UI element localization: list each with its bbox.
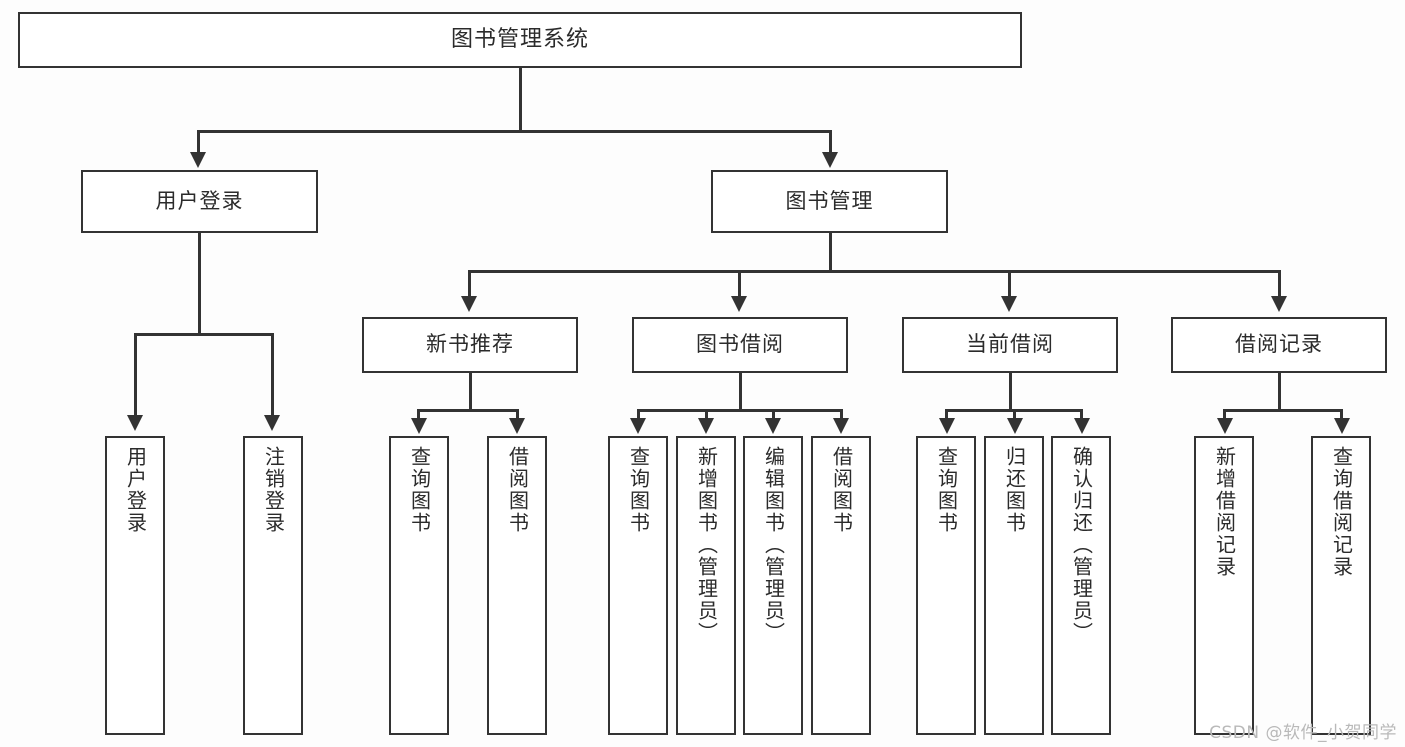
node-label: 借阅记录	[1235, 332, 1323, 357]
connector-borrow-leaf-4	[840, 409, 843, 420]
connector-root-to-book-mgmt	[829, 130, 832, 154]
node-book-management[interactable]: 图书管理	[711, 170, 948, 233]
connector-new-book-leaf-1	[417, 409, 420, 420]
connector-records-leaf-1	[1223, 409, 1226, 420]
connector-user-login-leaf-2	[271, 333, 274, 418]
leaf-label: 确认归还（管理员）	[1069, 446, 1094, 644]
leaf-label: 注销登录	[261, 446, 286, 534]
connector-book-mgmt-bar	[468, 270, 1280, 273]
arrow-records-leaf-2	[1334, 418, 1350, 434]
connector-new-book-stem	[469, 373, 472, 409]
connector-records-bar	[1223, 409, 1342, 412]
leaf-label: 归还图书	[1002, 446, 1027, 534]
node-current-borrow[interactable]: 当前借阅	[902, 317, 1118, 373]
connector-user-login-leaf-1	[134, 333, 137, 418]
node-label: 图书借阅	[696, 332, 784, 357]
arrow-user-login-leaf-2	[264, 415, 280, 431]
connector-current-leaf-3	[1080, 409, 1083, 420]
leaf-records-query-record[interactable]: 查询借阅记录	[1311, 436, 1371, 735]
leaf-label: 借阅图书	[505, 446, 530, 534]
leaf-user-login-login[interactable]: 用户登录	[105, 436, 165, 735]
connector-new-book-leaf-2	[516, 409, 519, 420]
arrow-user-login-leaf-1	[127, 415, 143, 431]
leaf-label: 查询图书	[626, 446, 651, 534]
connector-book-mgmt-to-new-book	[468, 270, 471, 298]
arrow-records-leaf-1	[1217, 418, 1233, 434]
connector-book-mgmt-to-current	[1008, 270, 1011, 298]
arrow-borrow-leaf-3	[765, 418, 781, 434]
leaf-label: 新增借阅记录	[1212, 446, 1237, 578]
arrow-borrow-leaf-4	[833, 418, 849, 434]
arrow-book-mgmt-to-current	[1001, 296, 1017, 312]
leaf-borrow-borrow-book[interactable]: 借阅图书	[811, 436, 871, 735]
connector-current-leaf-2	[1013, 409, 1016, 420]
node-label: 图书管理	[785, 188, 874, 213]
leaf-current-confirm-return-admin[interactable]: 确认归还（管理员）	[1051, 436, 1111, 735]
leaf-borrow-add-book-admin[interactable]: 新增图书（管理员）	[676, 436, 736, 735]
connector-borrow-leaf-3	[772, 409, 775, 420]
arrow-book-mgmt-to-new-book	[461, 296, 477, 312]
leaf-label: 查询图书	[407, 446, 432, 534]
node-new-book-recommend[interactable]: 新书推荐	[362, 317, 578, 373]
connector-root-to-user-login	[197, 130, 200, 154]
connector-current-stem	[1009, 373, 1012, 409]
arrow-borrow-leaf-1	[630, 418, 646, 434]
connector-book-mgmt-to-records	[1278, 270, 1281, 298]
node-root-system[interactable]: 图书管理系统	[18, 12, 1022, 68]
connector-book-mgmt-to-borrow	[738, 270, 741, 298]
connector-book-mgmt-stem	[829, 233, 832, 270]
arrow-current-leaf-1	[939, 418, 955, 434]
arrow-root-to-user-login	[190, 152, 206, 168]
arrow-borrow-leaf-2	[698, 418, 714, 434]
connector-root-stem	[519, 68, 522, 130]
leaf-current-query-book[interactable]: 查询图书	[916, 436, 976, 735]
leaf-label: 编辑图书（管理员）	[761, 446, 786, 644]
node-label: 用户登录	[155, 188, 244, 213]
leaf-label: 新增图书（管理员）	[694, 446, 719, 644]
connector-user-login-bar	[134, 333, 272, 336]
connector-borrow-leaf-2	[705, 409, 708, 420]
connector-borrow-bar	[637, 409, 842, 412]
arrow-new-book-leaf-1	[411, 418, 427, 434]
node-label: 当前借阅	[966, 332, 1054, 357]
connector-records-leaf-2	[1340, 409, 1343, 420]
arrow-new-book-leaf-2	[509, 418, 525, 434]
connector-root-bar	[197, 130, 831, 133]
leaf-user-login-logout[interactable]: 注销登录	[243, 436, 303, 735]
arrow-current-leaf-3	[1074, 418, 1090, 434]
arrow-root-to-book-mgmt	[822, 152, 838, 168]
connector-new-book-bar	[417, 409, 519, 412]
connector-borrow-stem	[739, 373, 742, 409]
node-borrow-records[interactable]: 借阅记录	[1171, 317, 1387, 373]
leaf-current-return-book[interactable]: 归还图书	[984, 436, 1044, 735]
node-label: 新书推荐	[426, 332, 514, 357]
leaf-new-book-query[interactable]: 查询图书	[389, 436, 449, 735]
leaf-label: 借阅图书	[829, 446, 854, 534]
connector-borrow-leaf-1	[637, 409, 640, 420]
connector-current-leaf-1	[945, 409, 948, 420]
leaf-borrow-edit-book-admin[interactable]: 编辑图书（管理员）	[743, 436, 803, 735]
arrow-book-mgmt-to-records	[1271, 296, 1287, 312]
leaf-label: 用户登录	[123, 446, 148, 534]
leaf-borrow-query-book[interactable]: 查询图书	[608, 436, 668, 735]
node-label: 图书管理系统	[450, 26, 589, 52]
leaf-records-add-record[interactable]: 新增借阅记录	[1194, 436, 1254, 735]
node-user-login[interactable]: 用户登录	[81, 170, 318, 233]
leaf-new-book-borrow[interactable]: 借阅图书	[487, 436, 547, 735]
leaf-label: 查询图书	[934, 446, 959, 534]
node-book-borrow[interactable]: 图书借阅	[632, 317, 848, 373]
leaf-label: 查询借阅记录	[1329, 446, 1354, 578]
connector-user-login-stem	[198, 233, 201, 333]
arrow-book-mgmt-to-borrow	[731, 296, 747, 312]
connector-records-stem	[1278, 373, 1281, 409]
arrow-current-leaf-2	[1007, 418, 1023, 434]
